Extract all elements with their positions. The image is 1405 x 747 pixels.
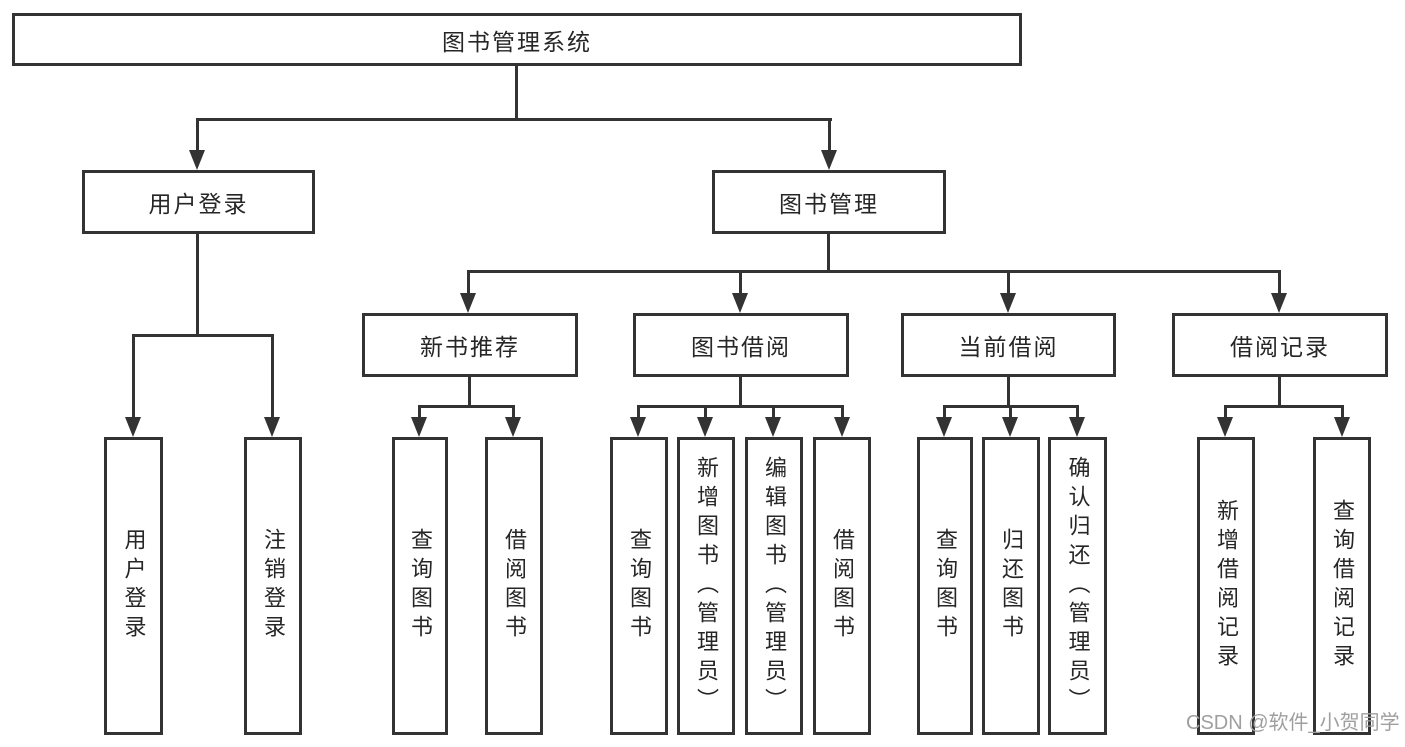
arrow-down-icon <box>460 293 476 313</box>
arrow-down-icon <box>1334 417 1350 437</box>
connector-line <box>827 234 830 273</box>
connector-line <box>467 270 470 295</box>
arrow-down-icon <box>936 417 952 437</box>
arrow-down-icon <box>1271 293 1287 313</box>
leaf-label: 编辑图书（管理员） <box>762 455 787 717</box>
leaf-query-borrow-record: 查询借阅记录 <box>1313 437 1371 735</box>
arrow-down-icon <box>505 417 521 437</box>
leaf-edit-book-admin: 编辑图书（管理员） <box>745 437 803 735</box>
leaf-query-books-current: 查询图书 <box>917 437 973 735</box>
node-library-management-system: 图书管理系统 <box>12 13 1022 66</box>
leaf-label: 确认归还（管理员） <box>1065 455 1091 717</box>
leaf-label: 查询图书 <box>933 528 958 644</box>
arrow-down-icon <box>1002 417 1018 437</box>
arrow-down-icon <box>765 417 781 437</box>
connector-line <box>132 334 135 419</box>
arrow-down-icon <box>1217 417 1233 437</box>
connector-line <box>196 118 199 152</box>
arrow-down-icon <box>189 150 205 170</box>
leaf-borrow-books-borrowing: 借阅图书 <box>813 437 871 735</box>
connector-line <box>637 405 844 408</box>
connector-line <box>132 334 274 337</box>
leaf-query-books-recommend: 查询图书 <box>392 437 448 735</box>
leaf-label: 查询图书 <box>408 528 433 644</box>
connector-line <box>196 118 832 121</box>
connector-line <box>739 270 742 295</box>
leaf-label: 查询图书 <box>627 528 652 644</box>
connector-line <box>704 405 707 419</box>
connector-line <box>467 270 1281 273</box>
connector-line <box>739 377 742 408</box>
leaf-label: 查询借阅记录 <box>1330 499 1355 673</box>
leaf-query-books-borrowing: 查询图书 <box>610 437 668 735</box>
leaf-label: 用户登录 <box>121 528 147 644</box>
connector-line <box>1278 377 1281 408</box>
arrow-down-icon <box>1069 417 1085 437</box>
node-borrowing-records: 借阅记录 <box>1172 313 1388 377</box>
connector-line <box>1224 405 1343 408</box>
connector-line <box>418 405 421 419</box>
connector-line <box>1007 270 1010 295</box>
connector-line <box>828 118 831 152</box>
arrow-down-icon <box>630 417 646 437</box>
leaf-return-book: 归还图书 <box>982 437 1040 735</box>
connector-line <box>841 405 844 419</box>
node-user-login: 用户登录 <box>82 170 315 234</box>
node-label: 图书管理系统 <box>442 28 592 55</box>
node-label: 图书借阅 <box>691 334 791 360</box>
connector-line <box>1224 405 1227 419</box>
node-label: 图书管理 <box>779 191 879 217</box>
arrow-down-icon <box>821 150 837 170</box>
connector-line <box>1341 405 1344 419</box>
leaf-label: 借阅图书 <box>502 528 527 644</box>
node-label: 用户登录 <box>148 191 249 217</box>
connector-line <box>515 65 518 120</box>
connector-line <box>196 234 199 336</box>
leaf-confirm-return-admin: 确认归还（管理员） <box>1048 437 1107 735</box>
leaf-add-borrow-record: 新增借阅记录 <box>1197 437 1255 735</box>
csdn-watermark: CSDN @软件_小贺同学 <box>1186 712 1400 734</box>
leaf-label: 借阅图书 <box>830 528 855 644</box>
connector-line <box>1007 377 1010 408</box>
arrow-down-icon <box>697 417 713 437</box>
arrow-down-icon <box>732 293 748 313</box>
node-label: 当前借阅 <box>958 334 1059 360</box>
connector-line <box>418 405 515 408</box>
arrow-down-icon <box>264 417 280 437</box>
leaf-label: 新增借阅记录 <box>1214 499 1239 673</box>
arrow-down-icon <box>1000 293 1016 313</box>
leaf-label: 归还图书 <box>999 528 1024 644</box>
connector-line <box>637 405 640 419</box>
leaf-borrow-books-recommend: 借阅图书 <box>485 437 543 735</box>
connector-line <box>512 405 515 419</box>
node-new-book-recommendation: 新书推荐 <box>362 313 578 377</box>
node-label: 借阅记录 <box>1230 334 1330 360</box>
arrow-down-icon <box>834 417 850 437</box>
connector-line <box>943 405 946 419</box>
connector-line <box>1076 405 1079 419</box>
connector-line <box>1009 405 1012 419</box>
arrow-down-icon <box>411 417 427 437</box>
node-book-borrowing: 图书借阅 <box>633 313 849 377</box>
leaf-label: 注销登录 <box>261 528 286 644</box>
leaf-add-book-admin: 新增图书（管理员） <box>677 437 735 735</box>
leaf-label: 新增图书（管理员） <box>694 455 719 717</box>
node-label: 新书推荐 <box>420 334 520 360</box>
connector-line <box>468 377 471 408</box>
arrow-down-icon <box>125 417 141 437</box>
connector-line <box>1278 270 1281 295</box>
node-book-management: 图书管理 <box>712 170 946 234</box>
connector-line <box>772 405 775 419</box>
leaf-user-login: 用户登录 <box>104 437 163 735</box>
leaf-logout: 注销登录 <box>244 437 302 735</box>
node-current-borrowing: 当前借阅 <box>901 313 1116 377</box>
connector-line <box>271 334 274 419</box>
